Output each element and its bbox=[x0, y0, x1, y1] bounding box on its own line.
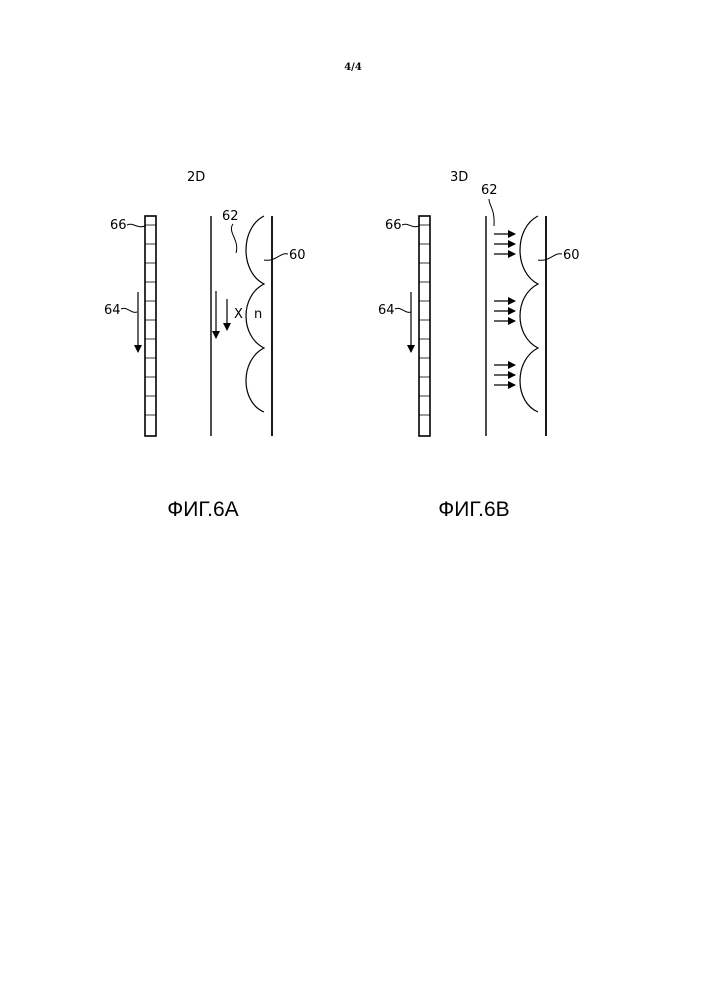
fig-b-leader-60 bbox=[538, 254, 562, 261]
fig-b-leader-64 bbox=[395, 308, 411, 312]
fig-b-ref-62: 62 bbox=[481, 183, 498, 198]
figure-6b: 3D 66 64 62 bbox=[378, 170, 580, 436]
fig-a-ref-64: 64 bbox=[104, 303, 121, 318]
fig-b-ref-60: 60 bbox=[563, 248, 580, 263]
fig-a-leader-66 bbox=[127, 224, 145, 227]
fig-b-emission-arrows bbox=[494, 234, 515, 385]
fig-a-display-panel-66 bbox=[145, 216, 156, 436]
fig-a-mode-label: 2D bbox=[187, 170, 205, 185]
fig-a-ref-60: 60 bbox=[289, 248, 306, 263]
fig-b-leader-62 bbox=[489, 199, 494, 226]
fig-b-ref-64: 64 bbox=[378, 303, 395, 318]
fig-b-ref-66: 66 bbox=[385, 218, 402, 233]
fig-a-label-n: n bbox=[254, 307, 262, 322]
figure-6a: 2D 66 64 62 bbox=[104, 170, 306, 436]
fig-b-lenticular-lenses-60 bbox=[520, 216, 538, 412]
fig-a-leader-62 bbox=[231, 224, 236, 253]
fig-a-ref-62: 62 bbox=[222, 209, 239, 224]
fig-a-leader-64 bbox=[121, 308, 137, 312]
fig-b-mode-label: 3D bbox=[450, 170, 468, 185]
fig-a-caption: ФИГ.6А bbox=[143, 498, 263, 522]
fig-b-display-panel-66 bbox=[419, 216, 430, 436]
fig-b-leader-66 bbox=[402, 224, 419, 227]
fig-b-caption: ФИГ.6В bbox=[414, 498, 534, 522]
fig-a-leader-60 bbox=[264, 254, 288, 261]
fig-a-ref-66: 66 bbox=[110, 218, 127, 233]
fig-a-label-x: X bbox=[234, 307, 243, 322]
